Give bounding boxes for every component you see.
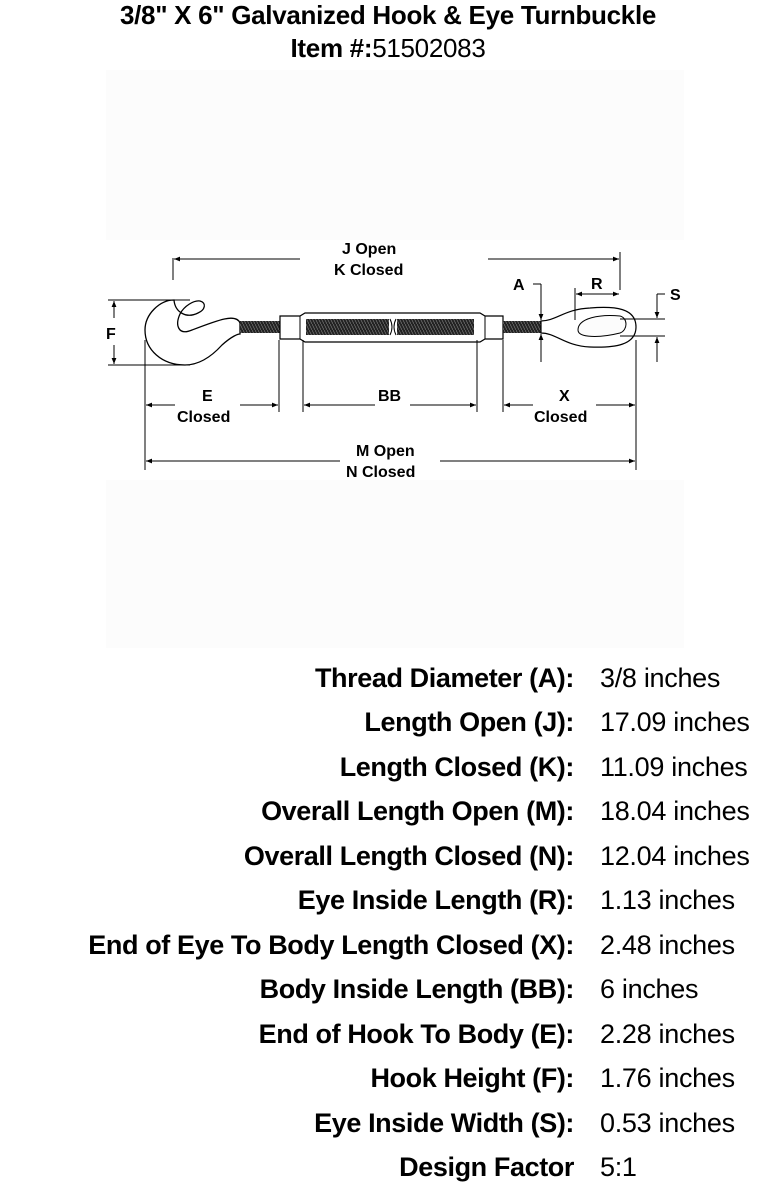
- spec-label: End of Hook To Body (E):: [258, 1019, 575, 1049]
- spec-value: 2.28 inches: [600, 1019, 735, 1049]
- label-n-closed: N Closed: [346, 464, 415, 481]
- label-bb: BB: [378, 388, 401, 405]
- spec-value: 18.04 inches: [600, 796, 750, 826]
- item-number: 51502083: [372, 33, 486, 63]
- label-m-open: M Open: [356, 443, 415, 460]
- spec-row: Length Open (J): 17.09 inches: [0, 707, 776, 751]
- label-x: X: [559, 388, 570, 405]
- turnbuckle-diagram: J Open K Closed A R S F E Closed BB X Cl…: [106, 241, 681, 481]
- spec-value: 1.13 inches: [600, 885, 735, 915]
- spec-row: Overall Length Open (M): 18.04 inches: [0, 796, 776, 840]
- label-s: S: [670, 287, 681, 304]
- spec-row: Length Closed (K): 11.09 inches: [0, 752, 776, 796]
- spec-row: End of Hook To Body (E): 2.28 inches: [0, 1019, 776, 1063]
- label-j-open: J Open: [342, 241, 396, 258]
- spec-value: 1.76 inches: [600, 1063, 735, 1093]
- label-r: R: [591, 276, 603, 293]
- spec-label: Overall Length Open (M):: [261, 796, 574, 826]
- spec-row: Design Factor 5:1: [0, 1152, 776, 1196]
- spec-row: Eye Inside Length (R): 1.13 inches: [0, 885, 776, 929]
- spec-label: Body Inside Length (BB):: [259, 974, 575, 1004]
- spec-row: End of Eye To Body Length Closed (X): 2.…: [0, 930, 776, 974]
- spec-label: Eye Inside Length (R):: [297, 885, 575, 915]
- spec-label: Length Open (J):: [364, 707, 574, 737]
- item-number-prefix: Item #:: [290, 33, 373, 63]
- spec-label: Design Factor: [399, 1152, 574, 1182]
- label-e: E: [202, 388, 213, 405]
- label-e-closed: Closed: [177, 409, 230, 426]
- product-title: 3/8" X 6" Galvanized Hook & Eye Turnbuck…: [119, 0, 657, 30]
- diagram-top-panel: [106, 70, 684, 240]
- spec-value: 5:1: [600, 1152, 637, 1182]
- spec-value: 12.04 inches: [600, 841, 750, 871]
- spec-label: Thread Diameter (A):: [314, 663, 574, 693]
- spec-value: 3/8 inches: [600, 663, 721, 693]
- spec-value: 11.09 inches: [600, 752, 748, 782]
- spec-label: Eye Inside Width (S):: [314, 1108, 574, 1138]
- label-a: A: [513, 277, 525, 294]
- label-k-closed: K Closed: [334, 262, 403, 279]
- spec-value: 6 inches: [600, 974, 699, 1004]
- label-f: F: [106, 326, 116, 343]
- spec-row: Eye Inside Width (S): 0.53 inches: [0, 1108, 776, 1152]
- spec-value: 2.48 inches: [600, 930, 735, 960]
- item-number-line: Item #:51502083: [0, 33, 776, 64]
- spec-label: Length Closed (K):: [339, 752, 575, 782]
- spec-row: Hook Height (F): 1.76 inches: [0, 1063, 776, 1107]
- spec-row: Overall Length Closed (N): 12.04 inches: [0, 841, 776, 885]
- diagram-bottom-panel: [106, 480, 684, 648]
- spec-label: Overall Length Closed (N):: [243, 841, 575, 871]
- label-x-closed: Closed: [534, 409, 587, 426]
- spec-row: Thread Diameter (A): 3/8 inches: [0, 663, 776, 707]
- spec-value: 0.53 inches: [600, 1108, 735, 1138]
- spec-row: Body Inside Length (BB): 6 inches: [0, 974, 776, 1018]
- spec-label: End of Eye To Body Length Closed (X):: [88, 930, 574, 960]
- spec-label: Hook Height (F):: [370, 1063, 574, 1093]
- spec-value: 17.09 inches: [600, 707, 750, 737]
